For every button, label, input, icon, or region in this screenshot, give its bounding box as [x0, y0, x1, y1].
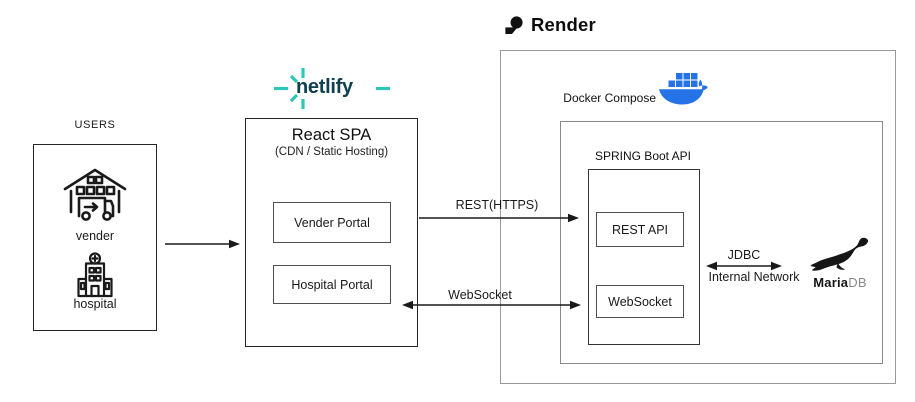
mariadb-wordmark-strong: Maria: [813, 275, 849, 290]
mariadb-seal-icon: [810, 237, 869, 271]
users-box: [33, 144, 157, 331]
hospital-building-icon: [77, 252, 113, 298]
internal-network-label: Internal Network: [708, 270, 800, 284]
spring-boot-title: SPRING Boot API: [594, 149, 692, 163]
docker-whale-icon: [659, 73, 708, 105]
rest-api-box: REST API: [596, 212, 684, 247]
render-logo-icon: [505, 15, 523, 34]
spring-boot-box: [588, 169, 700, 345]
mariadb-wordmark-light: DB: [848, 275, 867, 290]
vendor-label: vender: [75, 229, 115, 243]
jdbc-label: JDBC: [727, 248, 761, 262]
react-spa-title: React SPA: [291, 126, 372, 144]
users-title: USERS: [74, 119, 116, 131]
hospital-label: hospital: [73, 297, 117, 311]
render-brand: Render: [503, 12, 596, 38]
hospital-portal-box: Hospital Portal: [273, 265, 391, 304]
react-spa-subtitle: (CDN / Static Hosting): [274, 146, 389, 158]
render-wordmark: Render: [531, 14, 596, 35]
rest-https-label: REST(HTTPS): [455, 198, 539, 212]
netlify-spark-icon: [274, 68, 390, 109]
warehouse-truck-icon: [63, 168, 127, 221]
websocket-arrow-label: WebSocket: [448, 288, 512, 302]
websocket-box: WebSocket: [596, 285, 684, 318]
docker-compose-label: Docker Compose: [563, 91, 656, 105]
netlify-wordmark: netlify: [296, 76, 353, 98]
netlify-logo: netlify: [268, 66, 396, 112]
vendor-portal-box: Vender Portal: [273, 202, 391, 243]
